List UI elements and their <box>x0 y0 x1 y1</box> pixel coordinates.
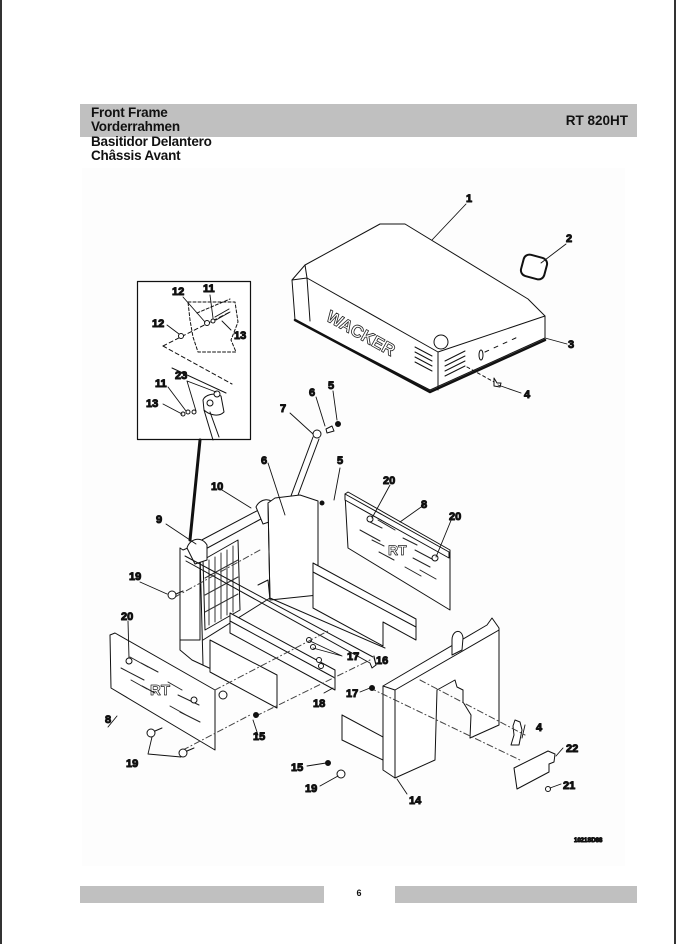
callout-13-right: 13 <box>234 330 246 342</box>
seal-part <box>519 253 549 281</box>
panel-logo-lower: RT <box>150 682 170 699</box>
footer-bar-left <box>80 886 324 903</box>
callout-5-top: 5 <box>328 380 334 392</box>
callout-16: 16 <box>376 655 388 667</box>
callout-19-right: 19 <box>305 783 317 795</box>
callout-13-left: 13 <box>146 398 158 410</box>
callout-12-left: 12 <box>152 318 164 330</box>
callout-7: 7 <box>280 403 286 415</box>
side-panel-upper: RT <box>344 491 451 611</box>
callout-17-mid: 17 <box>347 651 359 663</box>
callout-5-mid: 5 <box>337 455 343 467</box>
callout-11-top: 11 <box>203 283 215 295</box>
callout-2: 2 <box>566 233 572 245</box>
callout-20-right: 20 <box>449 511 461 523</box>
side-panel-lower: RT <box>109 632 216 751</box>
callout-15-bottom: 15 <box>291 762 303 774</box>
callout-14: 14 <box>409 795 422 807</box>
callout-10: 10 <box>211 481 223 493</box>
hood-vent-left <box>414 346 433 372</box>
callout-8-lower: 8 <box>105 714 111 726</box>
page-number: 6 <box>356 888 362 898</box>
hood-vent-right <box>444 350 466 377</box>
page-edge-left <box>0 0 2 944</box>
fasteners <box>146 590 551 792</box>
callout-4-top: 4 <box>524 389 531 401</box>
footer-bar-right <box>395 886 637 903</box>
drawing-code: 1021SD88 <box>574 838 603 844</box>
latch-part <box>466 366 502 388</box>
callout-17-right: 17 <box>346 688 358 700</box>
page-edge-right <box>674 0 676 944</box>
callout-3: 3 <box>568 339 574 351</box>
callout-19-left: 19 <box>129 571 141 583</box>
callout-15-left: 15 <box>253 731 265 743</box>
callout-leaders <box>107 203 568 795</box>
callout-6-mid: 6 <box>261 455 267 467</box>
callout-6-top: 6 <box>309 387 315 399</box>
detail-inset <box>136 280 252 441</box>
title-spanish: Basitidor Delantero <box>91 134 212 149</box>
callout-22: 22 <box>566 743 578 755</box>
panel-logo-upper: RT <box>388 542 407 558</box>
callout-23: 23 <box>175 370 187 382</box>
model-number: RT 820HT <box>565 113 628 128</box>
rear-support-part <box>341 617 500 779</box>
callout-19-bottom: 19 <box>126 758 138 770</box>
bracket-plate-part <box>510 719 556 790</box>
header-bar <box>80 104 637 137</box>
callout-8-upper: 8 <box>421 499 427 511</box>
inset-pointer-line <box>188 438 202 542</box>
callout-12-top: 12 <box>172 286 184 298</box>
hood-part: WACKER <box>291 223 547 394</box>
callout-20-upper: 20 <box>383 475 395 487</box>
assembly-lines <box>174 549 526 761</box>
title-german: Vorderrahmen <box>91 119 180 134</box>
callout-1: 1 <box>466 193 472 205</box>
callout-11-left: 11 <box>155 378 167 390</box>
callout-9: 9 <box>156 514 162 526</box>
callout-18: 18 <box>313 698 325 710</box>
callout-20-lower: 20 <box>121 611 133 623</box>
title-english: Front Frame <box>91 105 168 120</box>
callout-4-bottom: 4 <box>536 722 543 734</box>
title-french: Châssis Avant <box>91 148 181 163</box>
callout-labels: 1 2 3 4 5 6 7 5 6 10 9 12 11 12 13 23 11… <box>105 193 604 845</box>
callout-21: 21 <box>563 780 575 792</box>
front-frame-part <box>179 494 417 709</box>
